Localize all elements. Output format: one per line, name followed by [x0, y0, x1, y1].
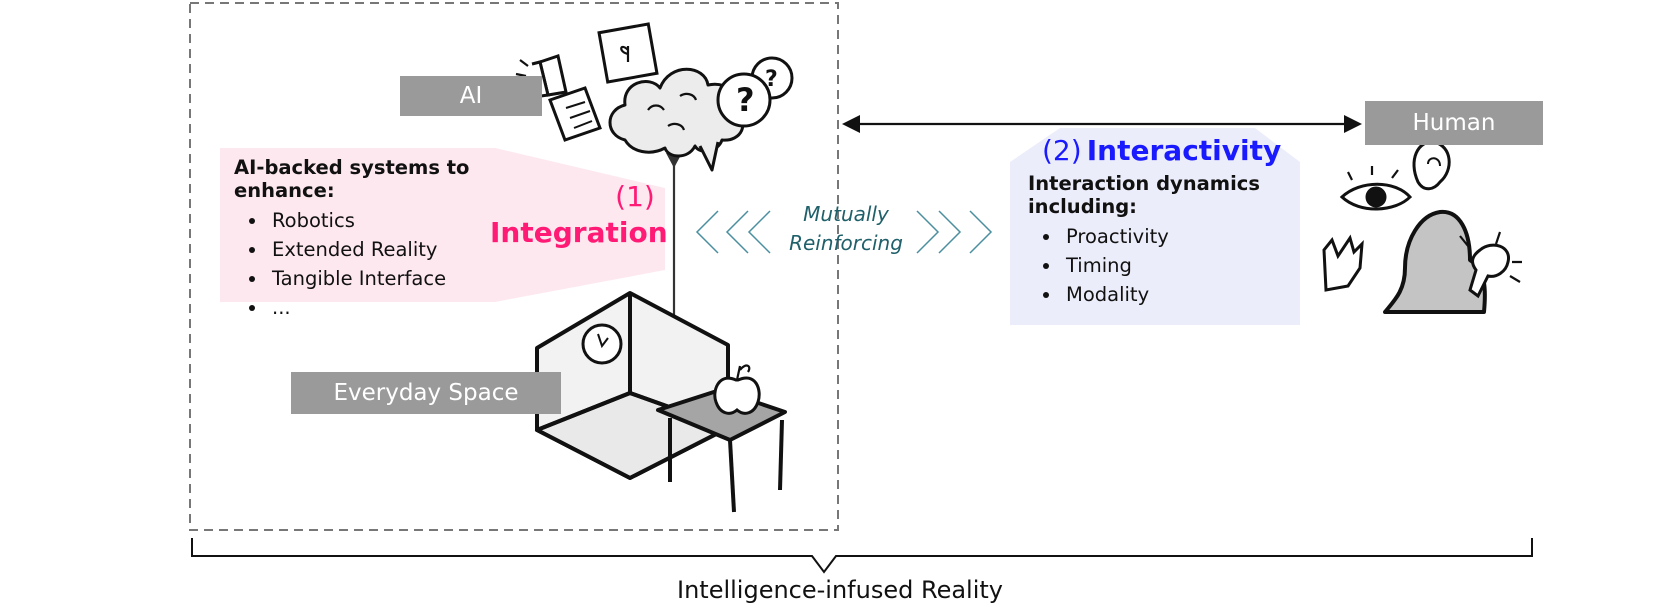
interactivity-list: Proactivity Timing Modality — [1028, 222, 1293, 309]
mutual-line2: Reinforcing — [789, 231, 903, 255]
interactivity-heading: Interactivity — [1086, 134, 1282, 167]
mutual-line1: Mutually — [803, 202, 889, 226]
arrow-head-right — [1344, 115, 1362, 133]
interactivity-title-line2: including: — [1028, 195, 1137, 218]
eye-icon — [1339, 166, 1413, 211]
reality-brace — [191, 538, 1533, 574]
ai-label: AI — [400, 76, 542, 116]
interactivity-title-line1: Interaction dynamics — [1028, 172, 1260, 195]
interactivity-content: Interaction dynamics including: Proactiv… — [1028, 172, 1293, 309]
gesture-icon — [1459, 231, 1522, 299]
integration-heading: Integration — [490, 216, 668, 249]
question-mark-glyph-small: ? — [765, 67, 778, 92]
human-label: Human — [1365, 101, 1543, 145]
everyday-space-label: Everyday Space — [291, 372, 561, 414]
integration-list: Robotics Extended Reality Tangible Inter… — [234, 206, 574, 322]
hand-icon — [1322, 234, 1364, 292]
list-item: Timing — [1062, 251, 1293, 280]
list-item: Robotics — [268, 206, 574, 235]
human-icon — [1383, 209, 1487, 314]
list-item: Modality — [1062, 280, 1293, 309]
interactivity-panel — [1010, 128, 1300, 325]
list-item: ... — [268, 293, 574, 322]
mutual-label: Mutually Reinforcing — [776, 200, 916, 258]
chevrons-left — [695, 210, 771, 254]
interactivity-heading-row: (2) Interactivity — [1042, 134, 1342, 167]
picture-icon — [597, 22, 659, 84]
reality-frame — [189, 2, 839, 531]
chevrons-right — [916, 210, 993, 254]
reality-caption: Intelligence-infused Reality — [677, 576, 1003, 604]
question-bubble-icon — [716, 56, 794, 128]
integration-number: (1) — [615, 180, 655, 213]
arrow-head-left — [842, 115, 860, 133]
list-item: Extended Reality — [268, 235, 574, 264]
question-mark-glyph: ? — [736, 81, 755, 119]
integration-content: AI-backed systems to enhance: Robotics E… — [234, 156, 574, 322]
integration-panel — [220, 148, 665, 302]
interactivity-number: (2) — [1042, 134, 1082, 167]
integration-title: AI-backed systems to enhance: — [234, 156, 470, 202]
list-item: Proactivity — [1062, 222, 1293, 251]
clock-icon — [581, 323, 623, 365]
ear-icon — [1412, 140, 1451, 191]
document-icon — [548, 86, 602, 142]
apple-icon — [713, 364, 761, 415]
ai-brain-icon — [608, 67, 745, 172]
list-item: Tangible Interface — [268, 264, 574, 293]
